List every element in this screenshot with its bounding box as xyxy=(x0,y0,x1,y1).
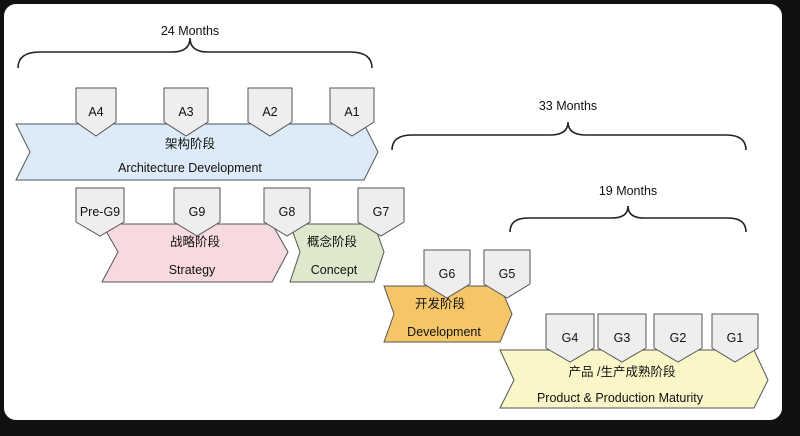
gate-g3-marker xyxy=(597,313,647,363)
gate-a1-marker xyxy=(329,87,375,137)
gate-a4-marker xyxy=(75,87,117,137)
gate-g8-label: G8 xyxy=(279,205,296,219)
phase-strategy-cn: 战略阶段 xyxy=(170,234,220,249)
duration-development-brace xyxy=(391,121,747,151)
phase-concept-en: Concept xyxy=(311,263,358,277)
gate-g4-marker xyxy=(545,313,595,363)
duration-architecture-label: 24 Months xyxy=(161,24,219,38)
duration-maturity-brace xyxy=(509,205,747,233)
gate-a2-label: A2 xyxy=(262,105,277,119)
gate-g5-marker xyxy=(483,249,531,299)
gate-a3-marker xyxy=(163,87,209,137)
gate-g3-label: G3 xyxy=(614,331,631,345)
gate-g9-label: G9 xyxy=(189,205,206,219)
duration-development-label: 33 Months xyxy=(539,99,597,113)
gate-a1-label: A1 xyxy=(344,105,359,119)
gate-g1-label: G1 xyxy=(727,331,744,345)
gate-g5-label: G5 xyxy=(499,267,516,281)
duration-maturity-label: 19 Months xyxy=(599,184,657,198)
phase-architecture-cn: 架构阶段 xyxy=(165,136,215,151)
phase-strategy-en: Strategy xyxy=(169,263,216,277)
gate-pre-g9-label: Pre-G9 xyxy=(80,205,120,219)
gate-g6-marker xyxy=(423,249,471,299)
gate-g2-marker xyxy=(653,313,703,363)
phase-maturity-cn: 产品 /生产成熟阶段 xyxy=(569,364,676,379)
gate-g7-marker xyxy=(357,187,405,237)
gate-pre-g9-marker xyxy=(75,187,125,237)
gate-a2-marker xyxy=(247,87,293,137)
gate-g4-label: G4 xyxy=(562,331,579,345)
phase-maturity-en: Product & Production Maturity xyxy=(537,391,704,405)
phase-architecture-en: Architecture Development xyxy=(118,161,262,175)
gate-g9-marker xyxy=(173,187,221,237)
gate-a4-label: A4 xyxy=(88,105,103,119)
phase-development-en: Development xyxy=(407,325,481,339)
gate-g2-label: G2 xyxy=(670,331,687,345)
phase-concept-cn: 概念阶段 xyxy=(307,234,357,249)
duration-architecture-brace xyxy=(17,37,373,69)
phase-development-cn: 开发阶段 xyxy=(415,296,465,311)
gate-g8-marker xyxy=(263,187,311,237)
gate-g1-marker xyxy=(711,313,759,363)
gate-a3-label: A3 xyxy=(178,105,193,119)
gate-g6-label: G6 xyxy=(439,267,456,281)
gate-g7-label: G7 xyxy=(373,205,390,219)
